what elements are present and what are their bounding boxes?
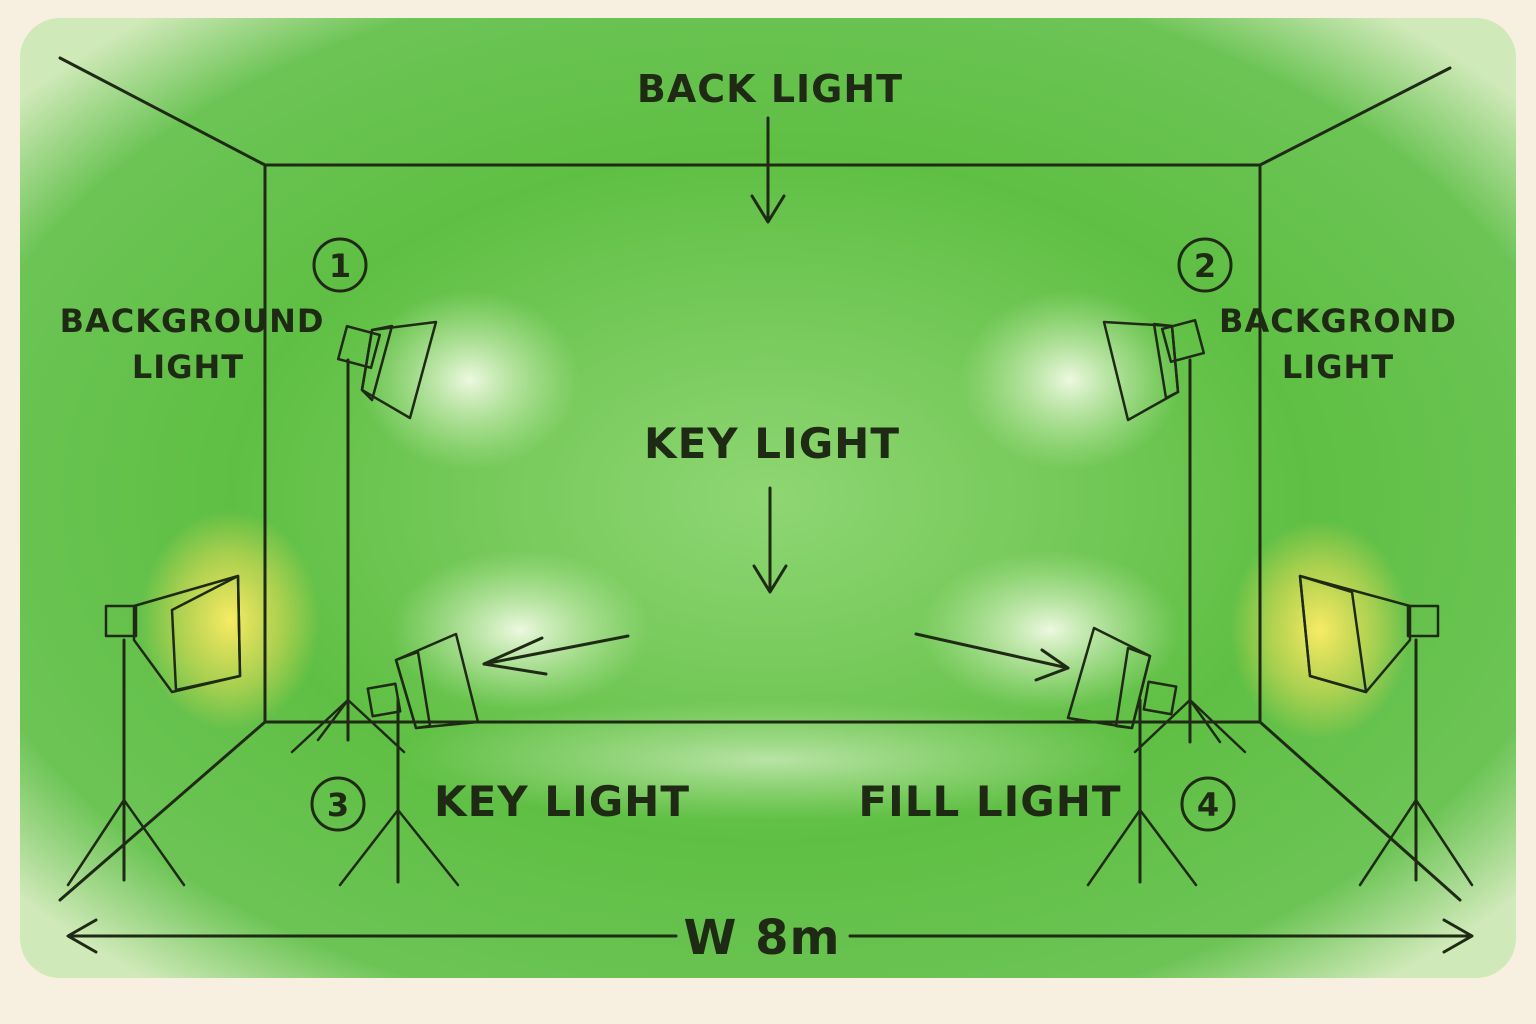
light-stand-icon [1133, 358, 1247, 754]
warm-glow-right [1230, 520, 1410, 740]
marker-4: 4 [1180, 776, 1236, 832]
light-spot [360, 290, 580, 470]
light-stand-icon [1086, 698, 1198, 887]
softbox-icon [336, 320, 438, 420]
width-dimension [66, 918, 1474, 954]
width-label: W 8m [683, 910, 840, 966]
background-light-left-label-line1: BACKGROUND [60, 302, 325, 340]
softbox-icon [366, 632, 480, 730]
key-light-center-label: KEY LIGHT [644, 419, 900, 468]
light-stand-icon [66, 638, 186, 887]
light-stand-icon [1358, 638, 1474, 887]
light-spot [920, 550, 1180, 710]
light-stand-icon [290, 358, 406, 754]
room-outline [58, 56, 1462, 902]
marker-3: 3 [310, 776, 366, 832]
arrow-icon [750, 116, 786, 224]
key-light-bottom-label: KEY LIGHT [434, 777, 690, 826]
background-light-right-label-line2: LIGHT [1282, 348, 1394, 386]
svg-text:1: 1 [329, 247, 351, 285]
softbox-icon [1102, 318, 1206, 422]
floor-glow [390, 700, 1150, 820]
marker-1: 1 [312, 237, 368, 293]
arrow-icon [752, 486, 788, 594]
background-light-right-label-line1: BACKGROND [1219, 302, 1457, 340]
softbox-icon [104, 574, 242, 694]
marker-2: 2 [1177, 237, 1233, 293]
light-spot [390, 550, 650, 710]
svg-text:4: 4 [1197, 786, 1219, 824]
background-light-left-label-line2: LIGHT [132, 348, 244, 386]
svg-text:2: 2 [1194, 247, 1216, 285]
arrow-icon [482, 634, 630, 676]
softbox-icon [1066, 626, 1178, 730]
light-spot [960, 290, 1180, 470]
svg-text:3: 3 [327, 786, 349, 824]
softbox-icon [1298, 574, 1440, 694]
back-light-label: BACK LIGHT [637, 67, 903, 111]
warm-glow-left [140, 510, 320, 730]
light-stand-icon [338, 698, 460, 887]
fill-light-label: FILL LIGHT [858, 777, 1121, 826]
green-screen-backdrop [20, 18, 1516, 978]
arrow-icon [914, 632, 1070, 682]
